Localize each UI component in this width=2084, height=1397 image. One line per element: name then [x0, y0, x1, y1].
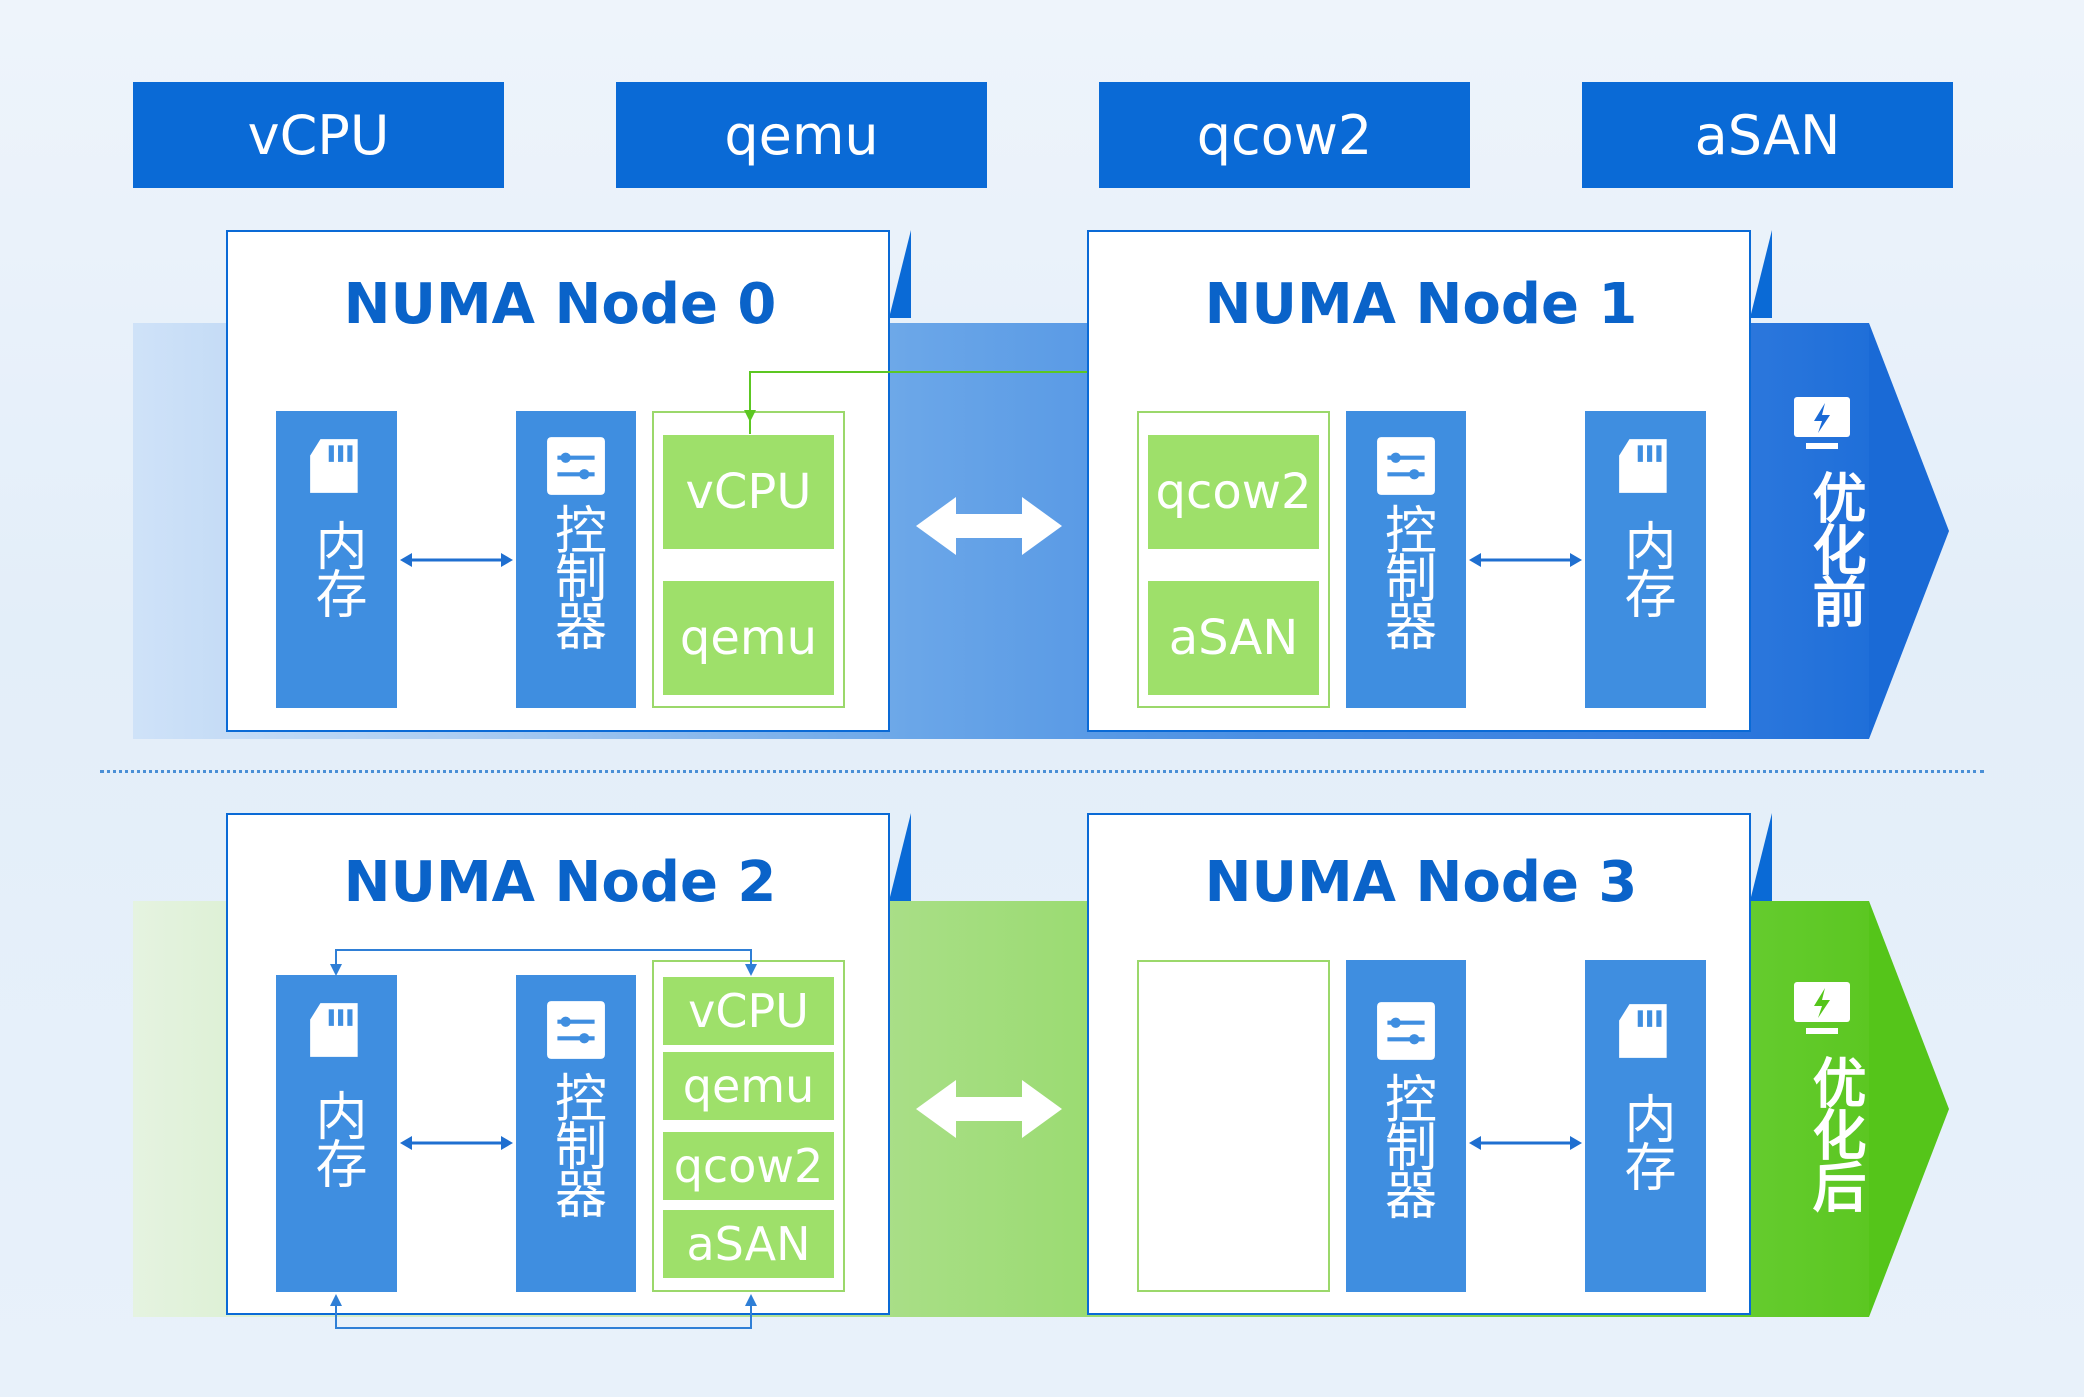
legend-vcpu: vCPU	[133, 82, 504, 188]
node1-memory: 内存	[1585, 411, 1706, 708]
node3-title: NUMA Node 3	[1204, 850, 1638, 915]
before-arrow-tip	[1869, 323, 1949, 739]
controller-icon	[545, 999, 607, 1061]
node2-asan-box: aSAN	[663, 1210, 834, 1278]
controller-icon	[545, 435, 607, 497]
node2-memory-label: 内存	[306, 1089, 366, 1185]
node2-vcpu-box: vCPU	[663, 977, 834, 1045]
section-divider	[100, 770, 1984, 773]
double-arrow-icon	[916, 497, 1062, 555]
node2-bottom-access-line	[330, 1294, 757, 1329]
double-arrow-icon	[916, 1080, 1062, 1138]
node2-qcow2-box: qcow2	[663, 1132, 834, 1200]
node0-link-arrow	[400, 553, 513, 567]
before-label: 优化前	[1803, 470, 1866, 626]
after-label: 优化后	[1803, 1055, 1866, 1211]
node1-title: NUMA Node 1	[1204, 272, 1638, 337]
node2-link-arrow	[400, 1136, 513, 1150]
node2-controller-label: 控制器	[545, 1071, 606, 1215]
node0-vcpu-box: vCPU	[663, 435, 834, 549]
after-arrow-tip	[1869, 901, 1949, 1317]
node0-memory-label: 内存	[306, 519, 366, 615]
node0-tab	[889, 230, 911, 318]
legend-qcow2: qcow2	[1099, 82, 1470, 188]
node3-controller-label: 控制器	[1375, 1072, 1436, 1216]
node1-controller: 控制器	[1346, 411, 1466, 708]
node1-qcow2-box: qcow2	[1148, 435, 1319, 549]
memory-card-icon	[1615, 1000, 1677, 1062]
node2-controller: 控制器	[516, 975, 636, 1292]
memory-card-icon	[306, 435, 368, 497]
node2-qemu-box: qemu	[663, 1052, 834, 1120]
node3-link-arrow	[1469, 1136, 1582, 1150]
lightning-badge-icon	[1790, 395, 1860, 455]
node1-link-arrow	[1469, 553, 1582, 567]
lightning-badge-icon	[1790, 980, 1860, 1040]
node2-title: NUMA Node 2	[343, 850, 777, 915]
controller-icon	[1375, 435, 1437, 497]
node3-controller: 控制器	[1346, 960, 1466, 1292]
node0-controller-label: 控制器	[545, 503, 606, 647]
node3-workload-frame-empty	[1137, 960, 1330, 1292]
node2-top-access-line	[330, 949, 757, 976]
node1-controller-label: 控制器	[1375, 503, 1436, 647]
controller-icon	[1375, 1000, 1437, 1062]
node0-memory: 内存	[276, 411, 397, 708]
node2-memory: 内存	[276, 975, 397, 1292]
node0-controller: 控制器	[516, 411, 636, 708]
node3-memory-label: 内存	[1615, 1092, 1675, 1188]
memory-card-icon	[306, 999, 368, 1061]
node0-title: NUMA Node 0	[343, 272, 777, 337]
node1-tab	[1750, 230, 1772, 318]
node1-memory-label: 内存	[1615, 519, 1675, 615]
node2-tab	[889, 813, 911, 901]
node3-tab	[1750, 813, 1772, 901]
legend-asan: aSAN	[1582, 82, 1953, 188]
node3-memory: 内存	[1585, 960, 1706, 1292]
node1-asan-box: aSAN	[1148, 581, 1319, 695]
memory-card-icon	[1615, 435, 1677, 497]
legend-qemu: qemu	[616, 82, 987, 188]
node0-qemu-box: qemu	[663, 581, 834, 695]
